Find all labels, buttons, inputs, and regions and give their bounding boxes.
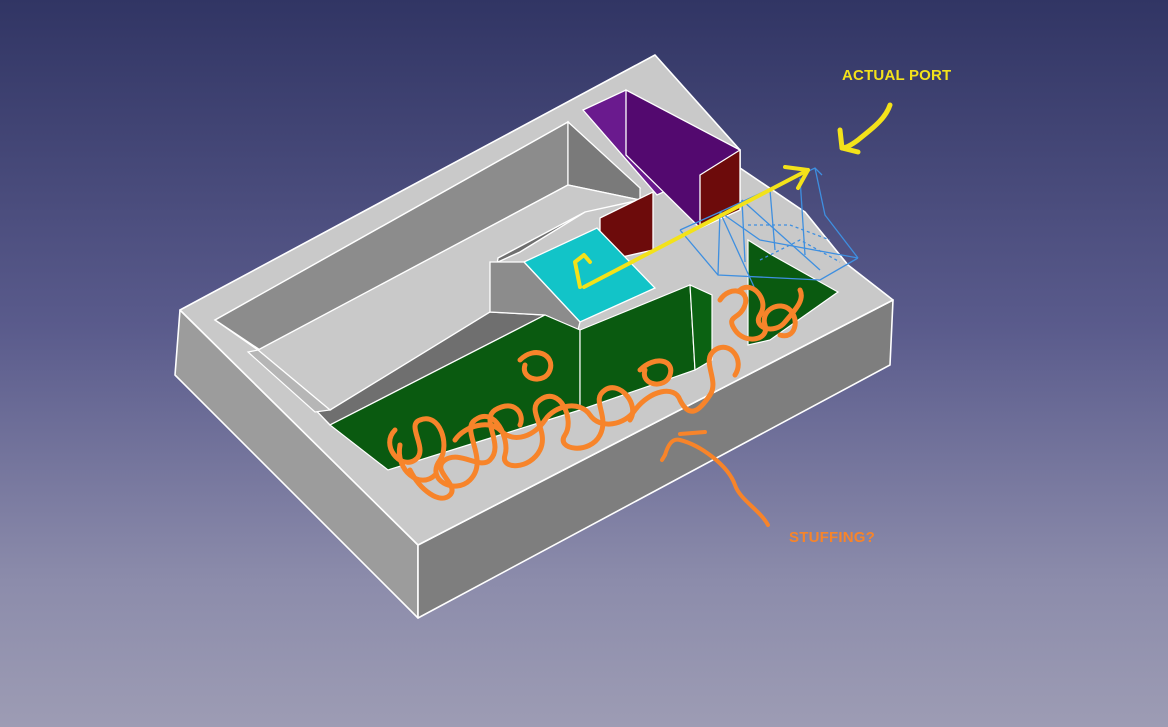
path-arrow-icon	[573, 165, 810, 289]
actual-port-label: ACTUAL PORT	[842, 67, 952, 84]
port-pointer-arrow-icon	[837, 102, 893, 155]
stuffing-scribble	[387, 285, 804, 501]
divider-wall-top-2	[246, 349, 332, 413]
stuffing-pointer-arrow-icon	[660, 430, 770, 527]
green-panel-thin	[689, 284, 713, 372]
stuffing-label: STUFFING?	[789, 529, 875, 546]
green-panel-right	[747, 238, 840, 346]
divider-wall-top	[256, 184, 641, 411]
